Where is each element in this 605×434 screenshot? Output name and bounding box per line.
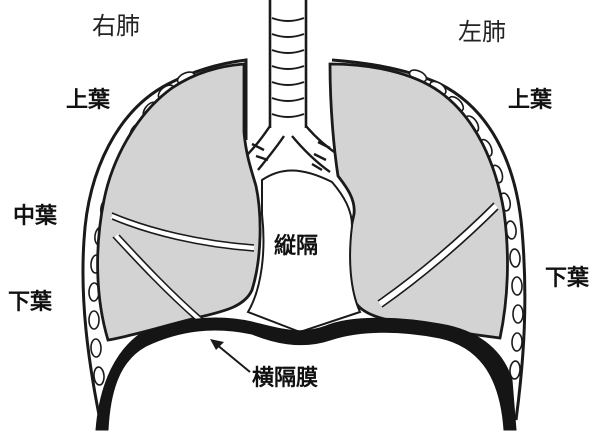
- right-lung-label: 右肺: [92, 14, 140, 38]
- right-lower-lobe-label: 下葉: [8, 292, 52, 314]
- diaphragm-label: 横隔膜: [252, 368, 318, 390]
- left-lung: [330, 64, 507, 338]
- mediastinum-label: 縦隔: [274, 236, 318, 258]
- diaphragm-arrow: [210, 339, 250, 372]
- right-upper-lobe-label: 上葉: [66, 90, 110, 112]
- trachea: [270, 0, 306, 128]
- left-upper-lobe-label: 上葉: [508, 90, 552, 112]
- right-middle-lobe-label: 中葉: [13, 206, 57, 228]
- bronchi: [246, 126, 340, 172]
- left-lung-label: 左肺: [458, 20, 506, 44]
- left-lower-lobe-label: 下葉: [545, 268, 589, 290]
